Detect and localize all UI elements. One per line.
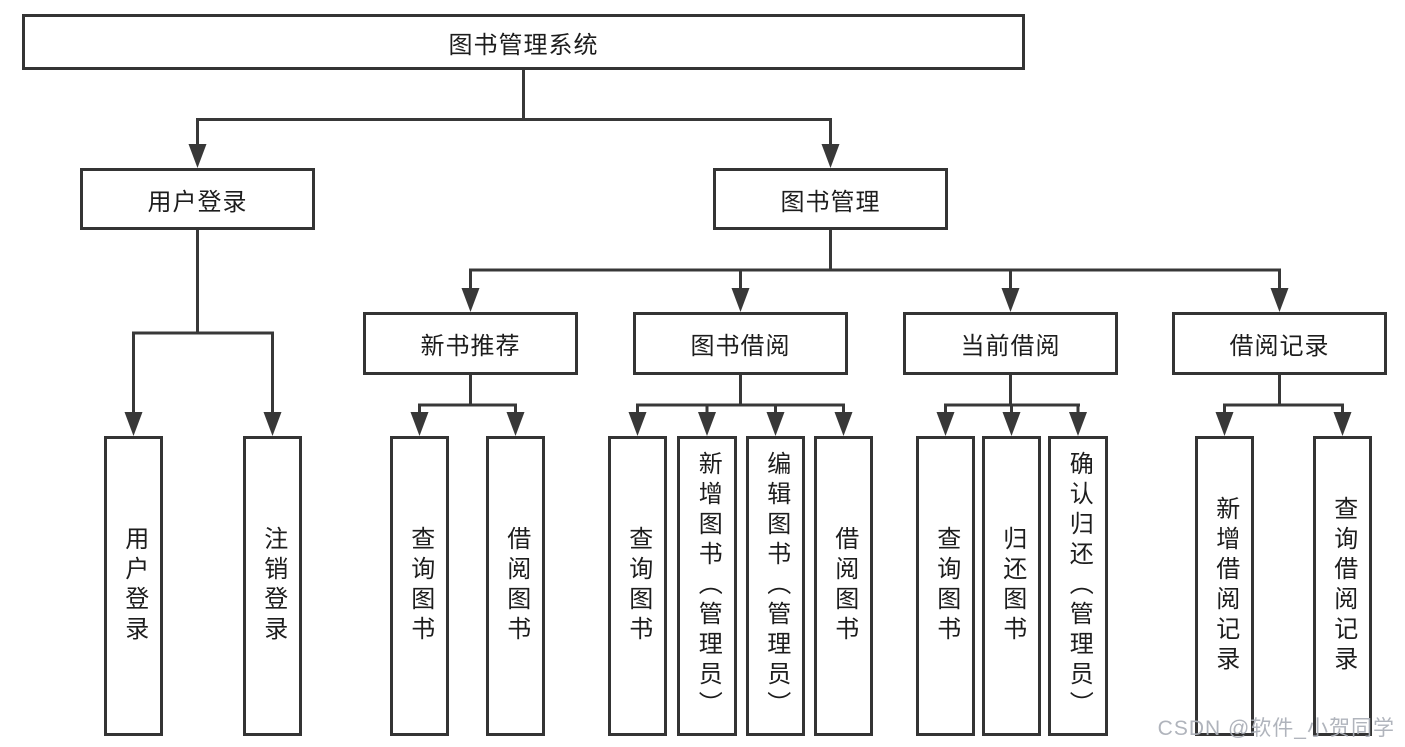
leaf-current-return-book: 归还图书 xyxy=(982,436,1041,736)
leaf-records-add-record: 新增借阅记录 xyxy=(1195,436,1254,736)
leaf-borrow-borrow-book: 借阅图书 xyxy=(814,436,873,736)
connector-borrow-children xyxy=(628,375,853,436)
leaf-recommend-borrow-book-label: 借阅图书 xyxy=(502,526,530,646)
node-new-book-recommend-label: 新书推荐 xyxy=(420,333,521,360)
leaf-records-query-record-label: 查询借阅记录 xyxy=(1329,496,1357,676)
leaf-current-confirm-return-admin-label: 确认归还（管理员） xyxy=(1065,451,1093,721)
leaf-current-confirm-return-admin: 确认归还（管理员） xyxy=(1048,436,1108,736)
leaf-borrow-borrow-book-label: 借阅图书 xyxy=(830,526,858,646)
leaf-user-login-label: 用户登录 xyxy=(120,526,148,646)
leaf-records-add-record-label: 新增借阅记录 xyxy=(1211,496,1239,676)
leaf-logout: 注销登录 xyxy=(243,436,302,736)
leaf-borrow-edit-book-admin: 编辑图书（管理员） xyxy=(746,436,805,736)
node-root: 图书管理系统 xyxy=(22,14,1025,70)
connector-current-children xyxy=(936,375,1087,436)
leaf-borrow-edit-book-admin-label: 编辑图书（管理员） xyxy=(762,451,790,721)
leaf-recommend-borrow-book: 借阅图书 xyxy=(486,436,545,736)
leaf-borrow-add-book-admin-label: 新增图书（管理员） xyxy=(694,451,722,721)
node-new-book-recommend: 新书推荐 xyxy=(363,312,578,375)
node-user-login-label: 用户登录 xyxy=(147,188,248,216)
node-root-label: 图书管理系统 xyxy=(448,31,599,59)
connector-user-login-children xyxy=(124,230,282,436)
node-borrow-records-label: 借阅记录 xyxy=(1229,333,1330,360)
leaf-borrow-query-book-label: 查询图书 xyxy=(624,526,652,646)
node-current-borrow-label: 当前借阅 xyxy=(960,333,1061,360)
leaf-current-return-book-label: 归还图书 xyxy=(998,526,1026,646)
node-current-borrow: 当前借阅 xyxy=(903,312,1118,375)
leaf-current-query-book-label: 查询图书 xyxy=(932,526,960,646)
connector-recommend-children xyxy=(410,375,525,436)
leaf-user-login: 用户登录 xyxy=(104,436,163,736)
watermark: CSDN @软件_小贺同学 xyxy=(1157,717,1395,740)
leaf-records-query-record: 查询借阅记录 xyxy=(1313,436,1372,736)
node-borrow-records: 借阅记录 xyxy=(1172,312,1387,375)
connector-records-children xyxy=(1215,375,1352,436)
leaf-borrow-query-book: 查询图书 xyxy=(608,436,667,736)
node-book-management-label: 图书管理 xyxy=(780,188,881,216)
node-book-borrow-label: 图书借阅 xyxy=(690,333,791,360)
connector-root-to-level2 xyxy=(188,70,840,168)
connector-book-management-level3 xyxy=(461,230,1289,312)
node-user-login: 用户登录 xyxy=(80,168,315,230)
leaf-borrow-add-book-admin: 新增图书（管理员） xyxy=(677,436,737,736)
node-book-borrow: 图书借阅 xyxy=(633,312,848,375)
leaf-recommend-query-book-label: 查询图书 xyxy=(406,526,434,646)
leaf-recommend-query-book: 查询图书 xyxy=(390,436,449,736)
leaf-logout-label: 注销登录 xyxy=(259,526,287,646)
node-book-management: 图书管理 xyxy=(713,168,948,230)
leaf-current-query-book: 查询图书 xyxy=(916,436,975,736)
